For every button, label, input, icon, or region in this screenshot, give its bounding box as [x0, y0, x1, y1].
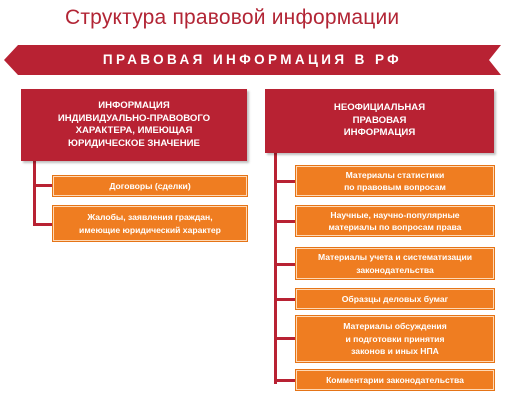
right-item-5: Материалы обсуждения и подготовки принят… [296, 316, 494, 362]
left-item-1: Договоры (сделки) [53, 176, 247, 196]
left-branch-line-2 [33, 223, 53, 226]
right-branch-line-6 [274, 379, 296, 382]
right-branch-line-1 [274, 180, 296, 183]
banner-ribbon-shape [4, 45, 501, 75]
main-banner: ПРАВОВАЯ ИНФОРМАЦИЯ В РФ [4, 45, 501, 75]
right-item-3: Материалы учета и систематизации законод… [296, 248, 494, 279]
right-item-4: Образцы деловых бумаг [296, 289, 494, 309]
page-title: Структура правовой информации [65, 6, 400, 29]
left-header-box: ИНФОРМАЦИЯ ИНДИВИДУАЛЬНО-ПРАВОВОГО ХАРАК… [21, 89, 247, 161]
right-item-1: Материалы статистики по правовым вопроса… [296, 166, 494, 196]
right-branch-line-4 [274, 298, 296, 301]
left-item-2: Жалобы, заявления граждан, имеющие юриди… [53, 206, 247, 241]
right-trunk-line [274, 151, 277, 384]
banner-title: ПРАВОВАЯ ИНФОРМАЦИЯ В РФ [102, 52, 403, 67]
right-branch-line-5 [274, 337, 296, 340]
right-header-box: НЕОФИЦИАЛЬНАЯ ПРАВОВАЯ ИНФОРМАЦИЯ [265, 89, 494, 153]
right-branch-line-2 [274, 220, 296, 223]
left-branch-line-1 [33, 184, 53, 187]
left-trunk-line [33, 160, 36, 226]
right-item-6: Комментарии законодательства [296, 370, 494, 390]
right-item-2: Научные, научно-популярные материалы по … [296, 206, 494, 236]
right-branch-line-3 [274, 263, 296, 266]
